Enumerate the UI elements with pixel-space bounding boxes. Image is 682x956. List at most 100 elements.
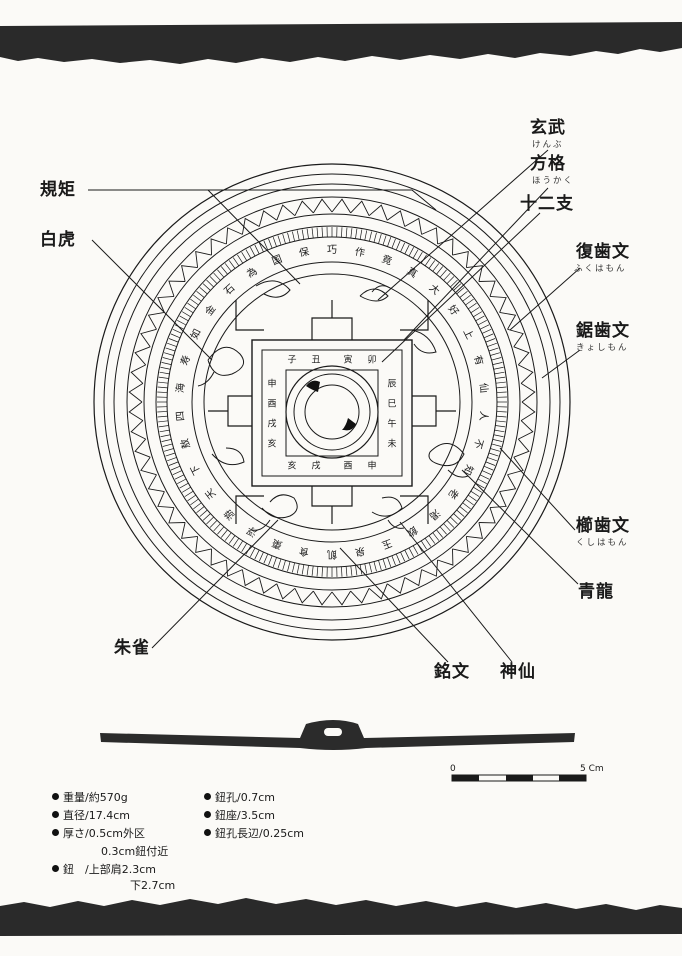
comb-tooth — [462, 502, 471, 510]
comb-tooth — [232, 257, 240, 266]
comb-tooth — [443, 272, 451, 281]
comb-tooth — [382, 558, 387, 569]
comb-tooth — [159, 371, 170, 375]
comb-tooth — [496, 411, 507, 413]
tlv-l-ne — [400, 300, 429, 331]
comb-tooth — [158, 381, 169, 384]
saw-tooth — [452, 536, 469, 553]
inscription-glyph: 下 — [189, 463, 203, 477]
leader-kyoshimon — [541, 349, 581, 379]
comb-tooth — [311, 228, 314, 239]
spec-weight: 重量/約570g — [52, 792, 128, 803]
comb-tooth — [420, 540, 427, 550]
spec-thickness-2: 0.3cm鈕付近 — [101, 845, 169, 858]
comb-tooth — [470, 490, 480, 497]
tlv-l-sw — [235, 495, 264, 524]
comb-tooth — [228, 535, 236, 544]
comb-tooth — [446, 276, 455, 284]
comb-tooth — [263, 553, 269, 564]
inscription-glyph: 竟 — [380, 253, 394, 268]
comb-tooth — [488, 452, 499, 457]
outer-rim-3 — [113, 183, 551, 621]
comb-tooth — [492, 362, 503, 365]
comb-tooth — [172, 470, 183, 476]
zodiac-glyph: 午 — [387, 418, 396, 430]
outer-rim-1 — [93, 163, 571, 641]
comb-tooth — [161, 439, 172, 442]
saw-tooth — [478, 280, 496, 297]
comb-tooth — [193, 294, 202, 302]
knob-outer — [293, 373, 371, 451]
leader-houkaku — [403, 187, 549, 341]
comb-tooth — [209, 520, 218, 528]
comb-tooth — [341, 227, 343, 238]
comb-tooth — [163, 352, 174, 356]
zodiac-glyph: 申 — [367, 460, 376, 472]
comb-tooth — [439, 269, 447, 278]
comb-tooth — [369, 231, 372, 242]
comb-tooth — [159, 429, 170, 433]
leader-genbu — [377, 149, 549, 301]
saw-tooth — [499, 311, 517, 330]
inscription-glyph: 有 — [471, 354, 486, 367]
scale-end: 5 Cm — [580, 764, 604, 774]
comb-tooth — [184, 307, 194, 314]
comb-tooth — [193, 502, 202, 510]
inscription-glyph: 不 — [471, 437, 484, 450]
comb-tooth — [404, 244, 410, 255]
spec-knob-seat: 鈕座/3.5cm — [204, 810, 275, 821]
scale-start: 0 — [450, 764, 456, 774]
leader-kushishimon — [499, 447, 576, 531]
comb-tooth — [311, 565, 314, 576]
bullet-icon — [52, 811, 59, 818]
inscription-glyph: 游 — [221, 506, 237, 522]
comb-tooth — [213, 523, 221, 532]
comb-tooth — [206, 279, 214, 288]
comb-tooth — [292, 562, 295, 573]
bottom-torn-band — [0, 896, 682, 940]
comb-tooth — [487, 342, 497, 347]
inscription-glyph: 如 — [187, 327, 203, 342]
comb-tooth — [162, 443, 173, 447]
comb-tooth — [224, 532, 232, 541]
comb-tooth — [436, 529, 444, 538]
comb-tooth — [412, 545, 419, 555]
comb-tooth — [350, 565, 353, 576]
creature-nw — [255, 280, 291, 298]
sawtooth-teeth — [128, 198, 536, 606]
square-frame-inner — [285, 369, 379, 457]
comb-tooth — [459, 506, 468, 514]
zodiac-glyph: 亥 — [267, 438, 276, 450]
comb-tooth — [416, 251, 423, 261]
leader-byakko — [91, 239, 213, 361]
saw-tooth — [350, 200, 370, 216]
comb-tooth — [258, 551, 264, 562]
inscription-glyph: 飢 — [327, 548, 337, 561]
comb-tooth — [292, 231, 295, 242]
spec-knob-hole: 鈕孔/0.7cm — [204, 792, 275, 803]
saw-tooth — [368, 583, 388, 600]
saw-tooth — [128, 401, 144, 421]
saw-tooth — [181, 265, 198, 282]
comb-tooth — [202, 513, 211, 521]
tlv-t-right — [412, 395, 456, 427]
leader-kukishi — [88, 189, 437, 285]
saw-tooth — [421, 227, 439, 245]
comb-tooth — [369, 562, 372, 573]
saw-tooth — [181, 522, 198, 539]
comb-tooth — [224, 263, 232, 272]
comb-tooth — [301, 229, 305, 240]
comb-tooth — [268, 555, 273, 566]
comb-tooth — [400, 551, 406, 562]
comb-tooth — [170, 333, 181, 339]
comb-tooth — [432, 263, 440, 272]
comb-tooth — [493, 366, 504, 370]
tlv-t-left — [208, 395, 252, 427]
inscription-glyph: 敖 — [178, 437, 193, 450]
comb-tooth — [436, 266, 444, 275]
knob-hole-left — [306, 380, 320, 392]
comb-tooth — [217, 526, 225, 535]
saw-tooth — [507, 456, 524, 476]
saw-tooth — [404, 217, 423, 235]
comb-tooth — [355, 565, 358, 576]
